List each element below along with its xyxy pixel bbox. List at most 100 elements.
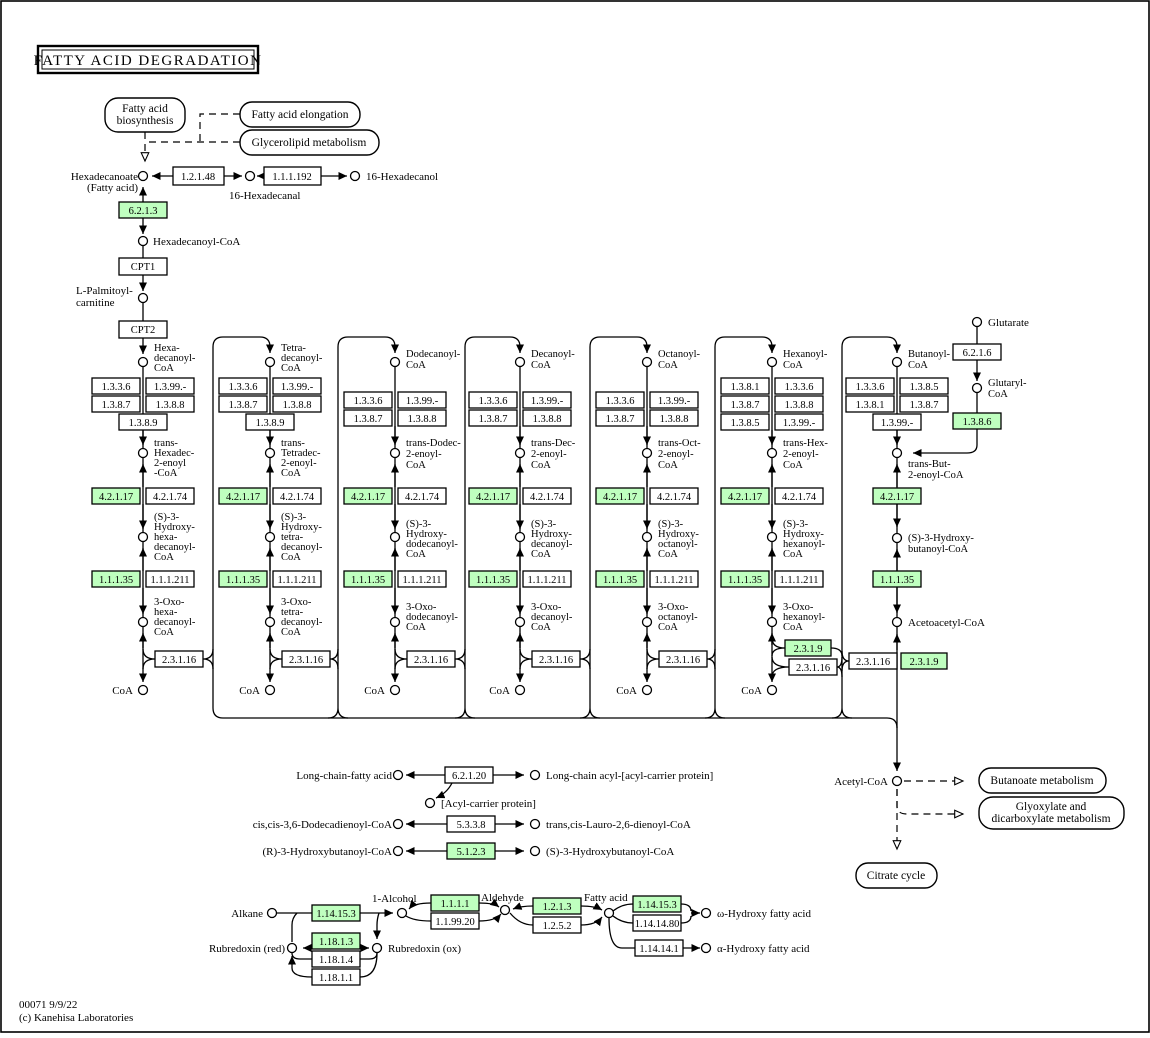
enzyme-box-1.3.99.-[interactable]: [272, 377, 322, 395]
enzyme-box-2.3.1.16[interactable]: [281, 650, 331, 668]
compound-node[interactable]: [137, 447, 149, 459]
compound-node[interactable]: [389, 447, 401, 459]
enzyme-box-1.3.8.8[interactable]: [774, 395, 824, 413]
enzyme-box-4.2.1.17[interactable]: [595, 487, 645, 505]
enzyme-box-1.3.8.5[interactable]: [899, 377, 949, 395]
enzyme-box-1.3.99.-[interactable]: [649, 391, 699, 409]
enzyme-box-1.3.8.7[interactable]: [468, 409, 518, 427]
enzyme-box-1.1.1.211[interactable]: [272, 570, 322, 588]
compound-acetyl-coa[interactable]: [891, 775, 903, 787]
compound-node[interactable]: [766, 616, 778, 628]
compound-node[interactable]: [264, 356, 276, 368]
enzyme-box-1.3.8.1[interactable]: [845, 395, 895, 413]
pill-glyoxylate-metabolism[interactable]: [978, 796, 1125, 830]
enzyme-box-1.1.1.35[interactable]: [343, 570, 393, 588]
compound-node[interactable]: [529, 769, 541, 781]
compound-rubredoxin-ox[interactable]: [371, 942, 383, 954]
compound-node[interactable]: [389, 356, 401, 368]
compound-node[interactable]: [392, 818, 404, 830]
enzyme-box-4.2.1.74[interactable]: [522, 487, 572, 505]
pill-butanoate-metabolism[interactable]: [978, 767, 1107, 794]
enzyme-box-1.1.1.35[interactable]: [720, 570, 770, 588]
enzyme-box-cpt2[interactable]: [118, 320, 168, 339]
compound-coa[interactable]: [514, 684, 526, 696]
enzyme-box-1.14.14.80[interactable]: [632, 914, 682, 932]
enzyme-box-1.3.99.-[interactable]: [774, 413, 824, 431]
enzyme-box-4.2.1.17[interactable]: [218, 487, 268, 505]
enzyme-box-1.1.1.192[interactable]: [263, 166, 322, 186]
compound-node[interactable]: [766, 356, 778, 368]
enzyme-box-1.3.8.7[interactable]: [218, 395, 268, 413]
enzyme-box-2.3.1.16[interactable]: [531, 650, 581, 668]
compound-node[interactable]: [264, 447, 276, 459]
enzyme-box-4.2.1.17[interactable]: [720, 487, 770, 505]
enzyme-box-2.3.1.16[interactable]: [658, 650, 708, 668]
compound-glutaryl-coa[interactable]: [971, 382, 983, 394]
enzyme-box-1.3.8.7[interactable]: [595, 409, 645, 427]
enzyme-box-1.18.1.1[interactable]: [311, 968, 361, 986]
enzyme-box-1.1.1.1[interactable]: [430, 894, 480, 912]
pill-citrate-cycle[interactable]: [855, 862, 938, 889]
enzyme-box-2.3.1.16[interactable]: [406, 650, 456, 668]
enzyme-box-1.1.99.20[interactable]: [430, 912, 480, 930]
compound-node[interactable]: [529, 845, 541, 857]
enzyme-box-1.3.3.6[interactable]: [595, 391, 645, 409]
compound-node[interactable]: [389, 531, 401, 543]
compound-node[interactable]: [264, 531, 276, 543]
enzyme-box-1.14.14.1[interactable]: [634, 939, 684, 957]
compound-coa[interactable]: [766, 684, 778, 696]
compound-node[interactable]: [392, 845, 404, 857]
enzyme-box-6.2.1.20[interactable]: [444, 766, 494, 784]
enzyme-box-4.2.1.74[interactable]: [774, 487, 824, 505]
enzyme-box-1.1.1.35[interactable]: [872, 570, 922, 588]
compound-node[interactable]: [389, 616, 401, 628]
enzyme-box-1.3.99.-[interactable]: [872, 413, 922, 431]
compound-l-palmitoyl-carnitine[interactable]: [137, 292, 149, 304]
compound-node[interactable]: [766, 531, 778, 543]
enzyme-box-4.2.1.17[interactable]: [91, 487, 141, 505]
enzyme-box-4.2.1.74[interactable]: [145, 487, 195, 505]
compound-node[interactable]: [137, 616, 149, 628]
compound-alkane[interactable]: [266, 907, 278, 919]
compound-alpha-hydroxy-fatty-acid[interactable]: [700, 942, 712, 954]
enzyme-box-4.2.1.17[interactable]: [343, 487, 393, 505]
enzyme-box-4.2.1.74[interactable]: [397, 487, 447, 505]
compound-acyl-carrier-protein[interactable]: [424, 797, 436, 809]
enzyme-box-1.3.8.7[interactable]: [720, 395, 770, 413]
compound-node[interactable]: [641, 356, 653, 368]
enzyme-box-1.3.8.7[interactable]: [91, 395, 141, 413]
enzyme-box-6.2.1.6[interactable]: [952, 343, 1002, 361]
compound-hexadecanoyl-coa[interactable]: [137, 235, 149, 247]
compound-rubredoxin-red[interactable]: [286, 942, 298, 954]
enzyme-box-6.2.1.3[interactable]: [118, 201, 168, 219]
enzyme-box-1.1.1.211[interactable]: [397, 570, 447, 588]
enzyme-box-1.3.8.8[interactable]: [649, 409, 699, 427]
enzyme-box-1.3.8.8[interactable]: [272, 395, 322, 413]
compound-butanoyl-coa[interactable]: [891, 356, 903, 368]
compound-node[interactable]: [641, 447, 653, 459]
enzyme-box-1.3.8.8[interactable]: [522, 409, 572, 427]
compound-trans-but-2-enoyl-coa[interactable]: [891, 447, 903, 459]
compound-aldehyde[interactable]: [499, 904, 511, 916]
compound-node[interactable]: [514, 356, 526, 368]
compound-acetoacetyl-coa[interactable]: [891, 616, 903, 628]
enzyme-box-1.2.1.48[interactable]: [172, 166, 225, 186]
enzyme-box-1.1.1.35[interactable]: [218, 570, 268, 588]
enzyme-box-1.1.1.211[interactable]: [774, 570, 824, 588]
compound-coa[interactable]: [389, 684, 401, 696]
compound-coa[interactable]: [641, 684, 653, 696]
compound-node[interactable]: [264, 616, 276, 628]
enzyme-box-1.1.1.211[interactable]: [145, 570, 195, 588]
compound-long-chain-fatty-acid[interactable]: [392, 769, 404, 781]
enzyme-box-1.2.1.3[interactable]: [532, 897, 582, 915]
enzyme-box-1.3.8.1[interactable]: [720, 377, 770, 395]
compound-node[interactable]: [529, 818, 541, 830]
compound-16-hexadecanal[interactable]: [244, 170, 256, 182]
compound-node[interactable]: [137, 356, 149, 368]
enzyme-box-5.1.2.3[interactable]: [446, 842, 496, 860]
enzyme-box-2.3.1.9[interactable]: [900, 652, 948, 670]
compound-node[interactable]: [641, 531, 653, 543]
compound-omega-hydroxy-fatty-acid[interactable]: [700, 907, 712, 919]
enzyme-box-1.3.3.6[interactable]: [845, 377, 895, 395]
enzyme-box-4.2.1.74[interactable]: [272, 487, 322, 505]
